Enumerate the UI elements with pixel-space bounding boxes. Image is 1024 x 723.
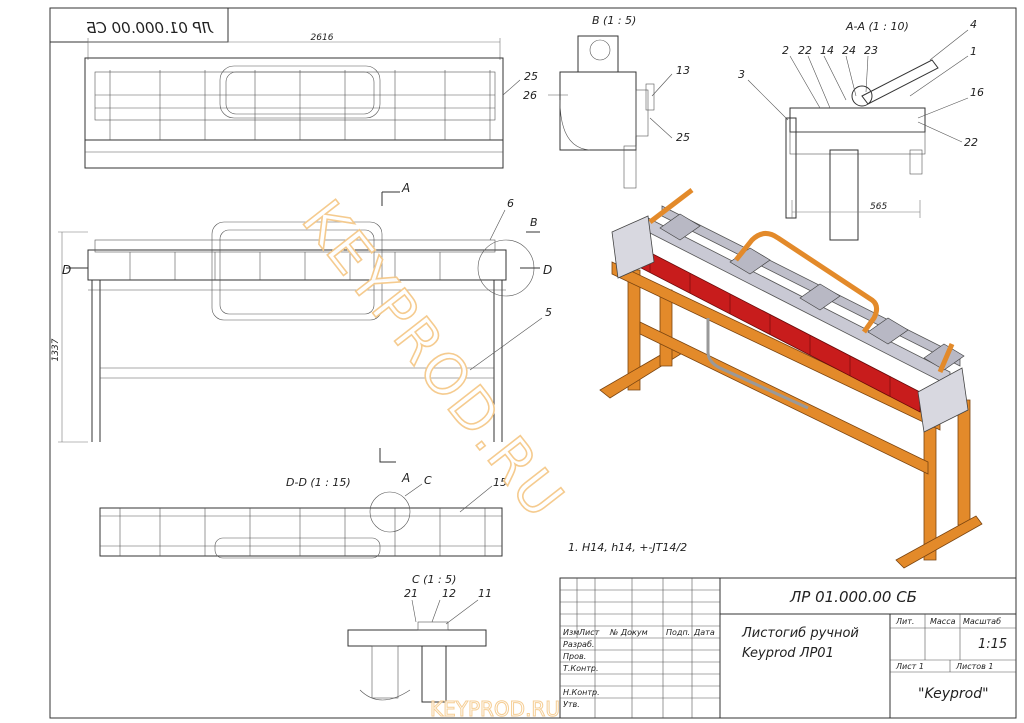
callout-13: 13: [676, 64, 690, 77]
callout-3: 3: [738, 68, 745, 81]
title-block: Изм Лист № Докум Подп. Дата Разраб. Пров…: [559, 577, 1017, 719]
detail-c-mark: С: [424, 474, 432, 487]
section-d-left-label: D: [62, 263, 71, 277]
title-name-line1: Листогиб ручной: [741, 626, 859, 641]
isometric-view: [599, 188, 983, 569]
detail-b-mark: В: [530, 216, 538, 229]
col-podp: Подп.: [666, 628, 690, 637]
label-masshtab: Масштаб: [963, 617, 1001, 626]
label-lit: Лит.: [895, 617, 914, 626]
company-name: "Keyprod": [918, 686, 989, 702]
mirrored-code-stamp: ЛР 01.000.00 СБ: [49, 7, 229, 43]
col-izm: Изм: [563, 628, 579, 637]
section-dd-title: D-D (1 : 15): [286, 476, 351, 489]
callout-22-right: 22: [964, 136, 978, 149]
callout-24: 24: [842, 44, 856, 57]
section-aa-title: А-А (1 : 10): [845, 20, 909, 33]
watermark-bottom: KEYPROD.RU: [430, 697, 560, 721]
section-dd-view: D-D (1 : 15) С 15: [99, 474, 507, 559]
dim-height: 1337: [51, 338, 61, 361]
callout-11: 11: [478, 587, 492, 600]
section-d-right-label: D: [543, 263, 552, 277]
col-ndokum: № Докум: [609, 628, 648, 637]
col-list: Лист: [578, 628, 600, 637]
detail-b-view: В (1 : 5) 13 25 26: [523, 14, 690, 189]
callout-6: 6: [507, 197, 514, 210]
label-list: Лист 1: [895, 662, 924, 671]
col-data: Дата: [693, 628, 715, 637]
detail-c-view: С (1 : 5) 21 12 11: [347, 573, 492, 703]
callout-25-detail: 25: [676, 131, 690, 144]
callout-5: 5: [545, 306, 552, 319]
dim-depth: 565: [870, 202, 887, 212]
detail-c-circle: [369, 491, 411, 533]
scale-value: 1:15: [978, 637, 1007, 652]
label-listov: Листов 1: [955, 662, 994, 671]
front-elevation: 1337 А А D D В 6 5: [51, 181, 552, 485]
callout-12: 12: [442, 587, 456, 600]
callout-2: 2: [782, 44, 789, 57]
callout-4: 4: [970, 18, 977, 31]
section-aa-view: А-А (1 : 10) 565 2 22 14 24 23 4 1 16 22…: [738, 18, 984, 241]
callout-1: 1: [970, 45, 977, 58]
detail-b-title: В (1 : 5): [592, 14, 636, 27]
sheet-border: [49, 7, 1017, 719]
row-tkontr: Т.Контр.: [563, 664, 599, 673]
detail-c-title: С (1 : 5): [412, 573, 456, 586]
row-utv: Утв.: [563, 700, 580, 709]
callout-22-top: 22: [798, 44, 812, 57]
title-name-line2: Keyprod ЛР01: [742, 646, 834, 661]
callout-23: 23: [864, 44, 878, 57]
callout-16: 16: [970, 86, 984, 99]
callout-14: 14: [820, 44, 834, 57]
label-massa: Масса: [930, 617, 956, 626]
row-nkontr: Н.Контр.: [563, 688, 600, 697]
callout-15: 15: [493, 476, 507, 489]
section-a-bottom-label: А: [401, 471, 410, 485]
callout-21: 21: [404, 587, 418, 600]
tolerance-note: 1. H14, h14, +-JT14/2: [568, 541, 687, 554]
dim-length: 2616: [311, 33, 334, 43]
title-block-code: ЛР 01.000.00 СБ: [789, 588, 917, 606]
row-razrab: Разраб.: [563, 640, 594, 649]
callout-25-front: 25: [524, 70, 538, 83]
section-a-top-label: А: [401, 181, 410, 195]
row-prov: Пров.: [563, 652, 586, 661]
mirrored-code-text: ЛР 01.000.00 СБ: [86, 19, 214, 37]
front-view-top: 2616 25: [84, 33, 538, 169]
callout-26: 26: [523, 89, 537, 102]
